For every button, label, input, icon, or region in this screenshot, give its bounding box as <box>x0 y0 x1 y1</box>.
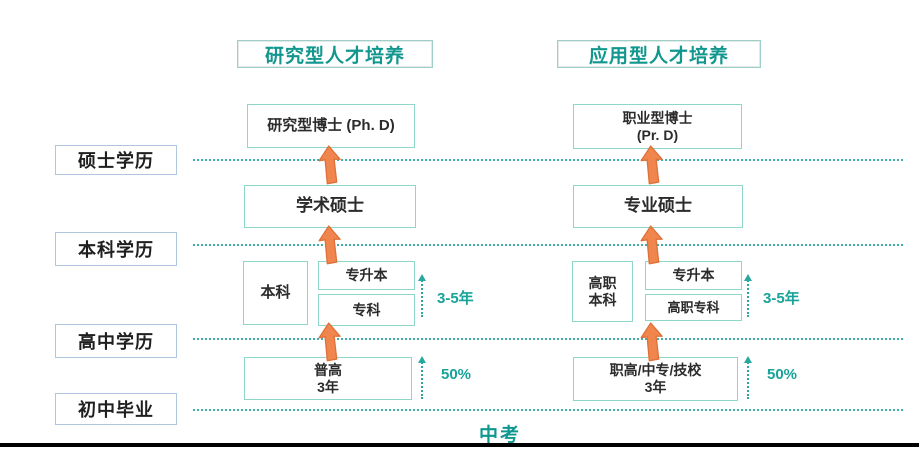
box-professional-master: 专业硕士 <box>573 185 743 228</box>
duration-label-right: 3-5年 <box>763 290 800 307</box>
box-vocational-college: 高职专科 <box>645 294 742 321</box>
header-research-track: 研究型人才培养 <box>237 40 433 68</box>
bottom-divider <box>0 443 919 447</box>
up-arrow-icon <box>640 225 664 265</box>
box-upgrade-right: 专升本 <box>645 261 742 290</box>
dotted-line-middleschool-level <box>193 409 903 411</box>
box-regular-highschool: 普高 3年 <box>244 357 412 400</box>
duration-label-left: 3-5年 <box>437 290 474 307</box>
box-bachelor: 本科 <box>243 261 308 325</box>
header-applied-track: 应用型人才培养 <box>557 40 761 68</box>
level-label-bachelor: 本科学历 <box>55 232 177 266</box>
rate-arrow-icon <box>418 356 426 399</box>
level-label-highschool: 高中学历 <box>55 324 177 358</box>
dotted-line-bachelor-level <box>193 244 903 246</box>
rate-arrow-icon <box>744 356 752 399</box>
up-arrow-icon <box>318 225 342 265</box>
up-arrow-icon <box>640 145 664 185</box>
box-college: 专科 <box>318 294 415 326</box>
duration-arrow-icon <box>744 274 752 317</box>
level-label-middleschool: 初中毕业 <box>55 393 177 425</box>
exam-label: 中考 <box>478 425 521 446</box>
dotted-line-master-level <box>193 159 903 161</box>
dotted-line-highschool-level <box>193 338 903 340</box>
level-label-master: 硕士学历 <box>55 145 177 175</box>
duration-arrow-icon <box>418 274 426 317</box>
up-arrow-icon <box>318 322 342 362</box>
box-vocational-highschool: 职高/中专/技校 3年 <box>573 357 738 401</box>
up-arrow-icon <box>640 322 664 362</box>
rate-label-right: 50% <box>767 366 798 383</box>
box-vocational-bachelor: 高职 本科 <box>572 261 633 322</box>
rate-label-left: 50% <box>441 366 472 383</box>
box-professional-phd: 职业型博士 (Pr. D) <box>573 104 742 149</box>
box-research-phd: 研究型博士 (Ph. D) <box>247 104 415 148</box>
box-upgrade-left: 专升本 <box>318 261 415 290</box>
up-arrow-icon <box>318 145 342 185</box>
box-academic-master: 学术硕士 <box>244 185 416 228</box>
